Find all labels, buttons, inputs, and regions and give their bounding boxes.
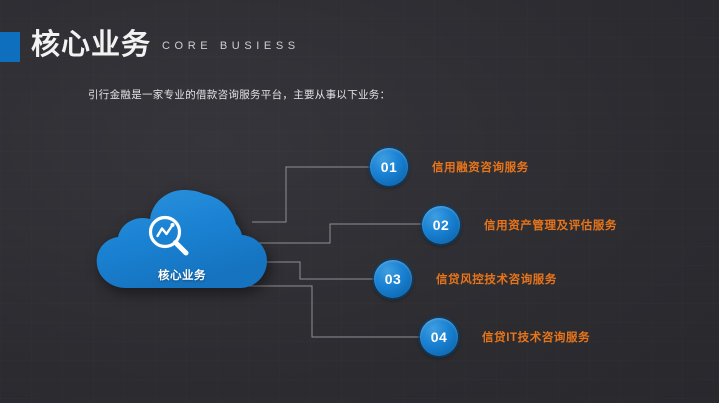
badge-02[interactable]: 02 bbox=[422, 206, 460, 244]
core-business-cloud: 核心业务 bbox=[92, 182, 272, 302]
badge-03[interactable]: 03 bbox=[374, 260, 412, 298]
badge-number: 01 bbox=[380, 159, 398, 175]
item-label-01: 信用融资咨询服务 bbox=[432, 162, 529, 174]
badge-01[interactable]: 01 bbox=[370, 148, 408, 186]
badge-number: 03 bbox=[384, 271, 402, 287]
magnifier-chart-icon bbox=[148, 215, 189, 256]
item-label-04: 信贷IT技术咨询服务 bbox=[482, 332, 591, 344]
page-description: 引行金融是一家专业的借款咨询服务平台，主要从事以下业务： bbox=[88, 89, 391, 101]
item-label-02: 信用资产管理及评估服务 bbox=[484, 220, 618, 232]
cloud-label: 核心业务 bbox=[158, 270, 206, 282]
page-subtitle: CORE BUSIESS bbox=[162, 40, 300, 52]
badge-number: 02 bbox=[432, 217, 450, 233]
cloud-shape bbox=[96, 190, 267, 288]
item-label-03: 信贷风控技术咨询服务 bbox=[436, 274, 557, 286]
badge-04[interactable]: 04 bbox=[420, 318, 458, 356]
accent-square bbox=[0, 32, 20, 62]
page-title: 核心业务 bbox=[31, 29, 152, 61]
badge-number: 04 bbox=[430, 329, 448, 345]
